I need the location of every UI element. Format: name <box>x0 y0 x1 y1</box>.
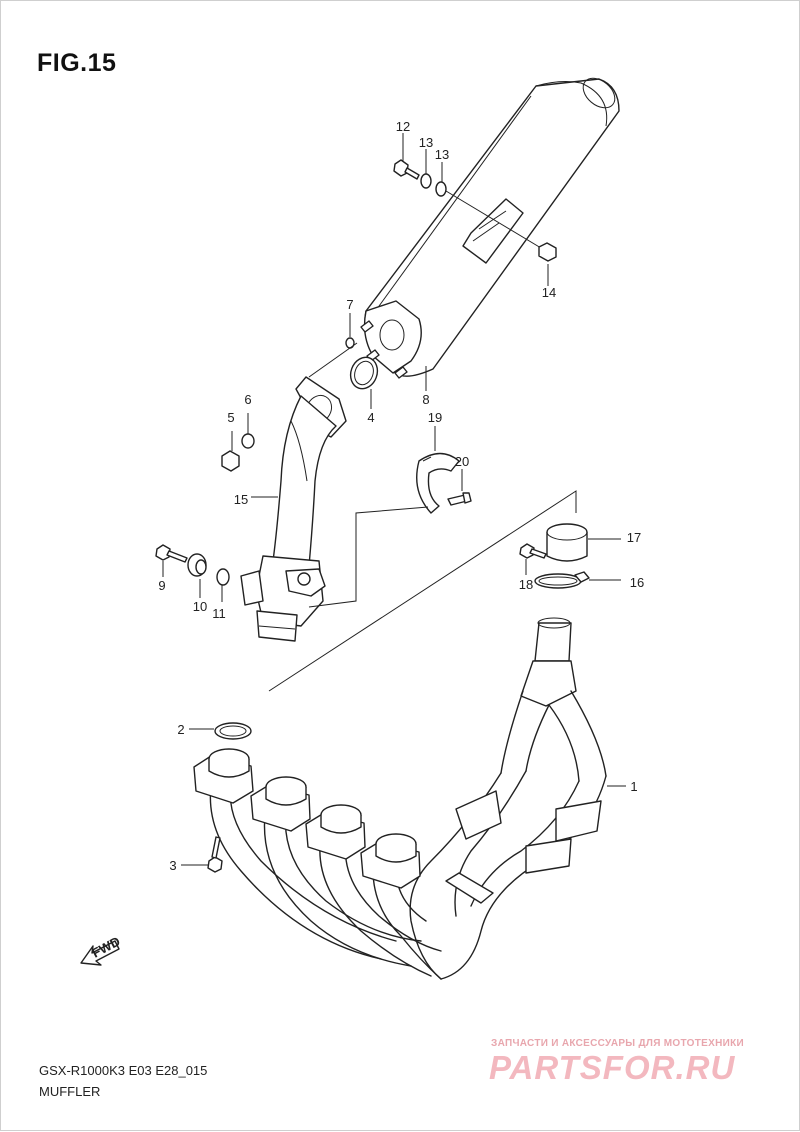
callout-label: 10 <box>193 599 207 614</box>
pipe-connector <box>519 523 621 589</box>
watermark-logo: PARTSFOR.RU <box>489 1049 736 1086</box>
center-pipe <box>240 376 347 642</box>
callout-label: 11 <box>212 606 226 621</box>
center-pipe-mount-hardware <box>155 544 230 602</box>
muffler-mount-hardware <box>393 133 557 286</box>
figure-title: FIG.15 <box>37 49 117 77</box>
callout-label: 12 <box>396 119 410 134</box>
callout-label: 17 <box>627 530 641 545</box>
callout-label: 9 <box>158 578 165 593</box>
forward-direction-arrow: FWD <box>80 934 123 966</box>
callout-label: 16 <box>630 575 644 590</box>
callout-label: 13 <box>435 147 449 162</box>
callout-label: 1 <box>630 779 637 794</box>
center-pipe-nut <box>221 413 255 472</box>
callout-label: 8 <box>422 392 429 407</box>
callout-label: 14 <box>542 285 556 300</box>
watermark-caption: ЗАПЧАСТИ И АКСЕССУАРЫ ДЛЯ МОТОТЕХНИКИ <box>491 1038 744 1049</box>
callout-label: 18 <box>519 577 533 592</box>
model-code: GSX-R1000K3 E03 E28_015 <box>39 1063 208 1078</box>
muffler <box>364 77 620 377</box>
callout-label: 15 <box>234 492 248 507</box>
callout-label: 6 <box>244 392 251 407</box>
cover-leader <box>308 506 429 608</box>
callout-label: 5 <box>227 410 234 425</box>
callout-label: 2 <box>177 722 184 737</box>
heat-cover <box>416 426 472 514</box>
callout-label: 7 <box>346 297 353 312</box>
assembly-boundary-line <box>268 490 577 692</box>
callout-label: 19 <box>428 410 442 425</box>
section-name: MUFFLER <box>39 1084 101 1099</box>
flange-gaskets <box>308 313 427 409</box>
muffler-flange <box>360 300 422 379</box>
exhaust-pipe-assembly <box>193 617 626 980</box>
exhaust-gasket-and-bolt <box>181 722 252 873</box>
callout-label: 13 <box>419 135 433 150</box>
callout-label: 20 <box>455 454 469 469</box>
callout-label: 3 <box>169 858 176 873</box>
callout-label: 4 <box>367 410 374 425</box>
